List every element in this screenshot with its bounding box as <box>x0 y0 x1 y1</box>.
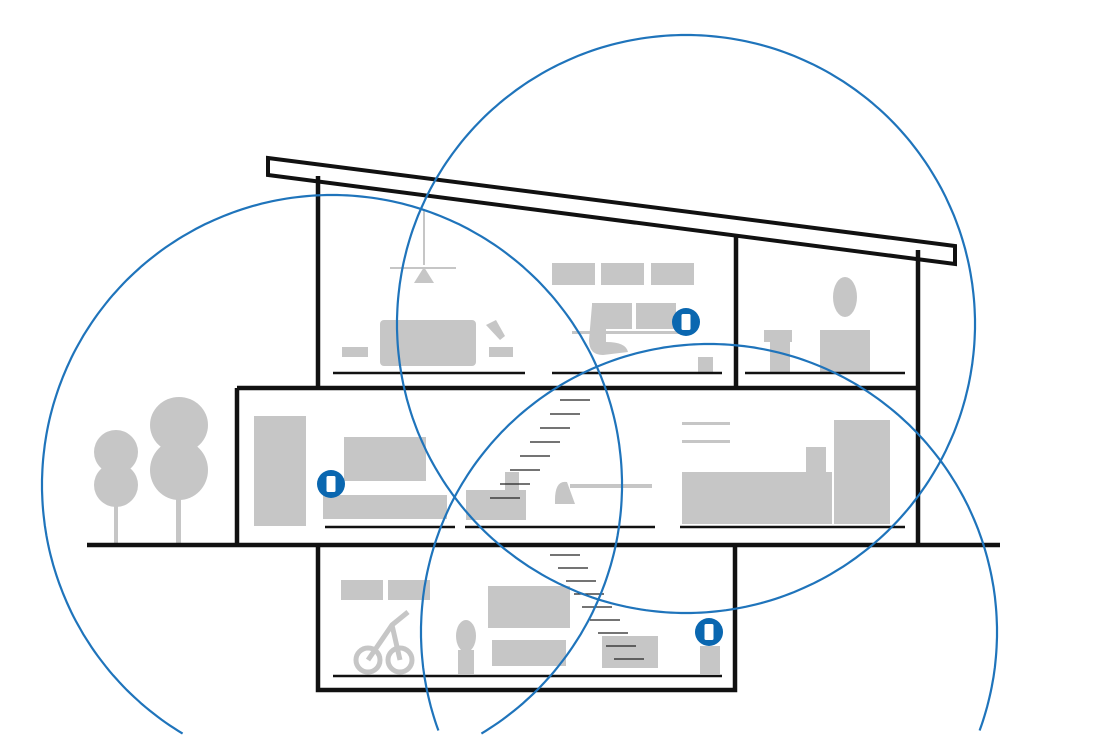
dining-table-icon <box>570 484 652 488</box>
plant-icon <box>456 620 476 652</box>
tv-icon <box>488 586 570 628</box>
coverage-ring <box>395 33 977 615</box>
exercise-bike-icon <box>353 610 415 675</box>
door-icon <box>254 416 306 526</box>
kitchen-counter-icon <box>682 472 832 524</box>
dining-chair-icon <box>555 481 575 504</box>
coffee-maker-icon <box>806 447 826 472</box>
tv-console-icon <box>492 640 566 666</box>
mesh-router-icon[interactable] <box>317 470 345 498</box>
monitor-icon <box>636 303 676 329</box>
desk-icon <box>572 331 687 334</box>
mirror-icon <box>833 277 857 317</box>
tree-small-icon <box>94 430 138 543</box>
coverage-ring <box>40 193 624 735</box>
toilet-icon <box>764 330 792 342</box>
coverage-ring <box>419 342 999 731</box>
tv-console-icon <box>323 495 447 519</box>
roof <box>266 155 957 267</box>
coverage-rings <box>40 33 999 735</box>
kitchen-furniture <box>682 420 890 524</box>
mesh-routers <box>317 308 723 646</box>
bathroom-furniture <box>764 277 870 372</box>
desk-lamp-icon <box>486 320 505 340</box>
sofa-icon <box>380 320 476 366</box>
office-chair-icon <box>589 304 628 355</box>
upper-living-furniture <box>342 210 513 366</box>
office-furniture <box>552 263 713 372</box>
mesh-router-icon[interactable] <box>672 308 700 336</box>
armchair-icon <box>602 636 658 668</box>
trash-bin-icon <box>698 357 713 372</box>
pendant-lamp-icon <box>414 267 434 283</box>
side-table-icon <box>342 347 368 357</box>
tree-large-icon <box>150 397 208 543</box>
bench-icon <box>466 490 526 520</box>
trees <box>94 397 208 543</box>
vanity-icon <box>820 330 870 372</box>
stairs <box>490 399 644 660</box>
refrigerator-icon <box>834 420 890 524</box>
living-room-furniture <box>254 416 652 526</box>
side-table-icon <box>489 347 513 357</box>
mesh-router-device <box>700 646 720 674</box>
plant-pot-icon <box>458 650 474 674</box>
mesh-router-icon[interactable] <box>695 618 723 646</box>
tv-icon <box>344 437 426 481</box>
basement-furniture <box>341 580 720 675</box>
